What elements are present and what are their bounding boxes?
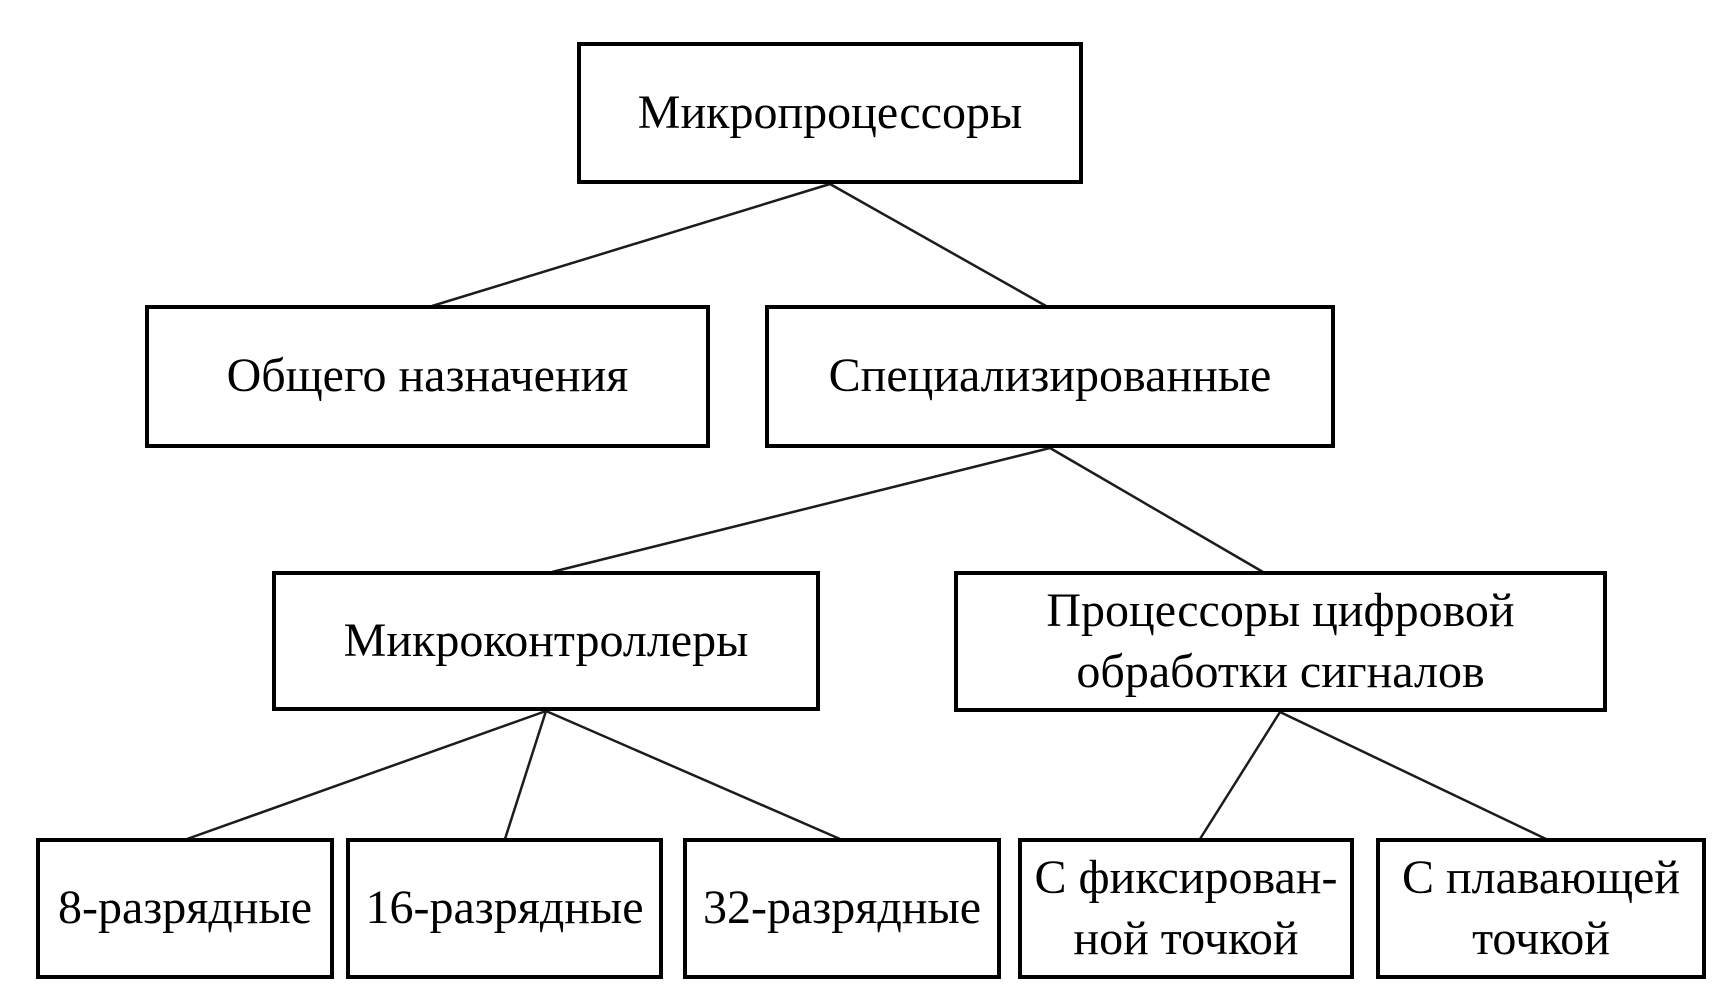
- node-microprocessors: Микропроцессоры: [577, 42, 1083, 184]
- edge-mcu-bit16: [503, 710, 548, 840]
- edge-root-specialized: [829, 182, 1047, 308]
- node-label: 32-разрядные: [703, 881, 981, 935]
- edge-specialized-dsp: [1049, 446, 1264, 574]
- node-floating-point: С плавающей точкой: [1376, 838, 1706, 979]
- node-fixed-point: С фиксирован- ной точкой: [1018, 838, 1354, 979]
- node-label: 8-разрядные: [58, 881, 312, 935]
- node-label: С фиксирован- ной точкой: [1034, 851, 1338, 965]
- node-label: Специализированные: [828, 349, 1272, 403]
- edge-dsp-fixed: [1198, 711, 1282, 840]
- node-label: С плавающей точкой: [1401, 851, 1681, 965]
- edge-specialized-mcu: [551, 446, 1051, 574]
- node-16-bit: 16-разрядные: [346, 838, 663, 979]
- edge-root-general: [431, 182, 831, 308]
- node-label: Процессоры цифровой обработки сигналов: [1046, 584, 1515, 698]
- node-label: 16-разрядные: [365, 881, 644, 935]
- node-digital-signal-processors: Процессоры цифровой обработки сигналов: [954, 571, 1607, 712]
- node-microcontrollers: Микроконтроллеры: [272, 571, 820, 711]
- node-label: Общего назначения: [226, 349, 629, 403]
- edge-mcu-bit8: [186, 709, 547, 841]
- node-label: Микроконтроллеры: [343, 613, 749, 667]
- node-label: Микропроцессоры: [637, 85, 1023, 139]
- node-general-purpose: Общего назначения: [145, 305, 710, 448]
- node-32-bit: 32-разрядные: [683, 838, 1001, 979]
- edge-mcu-bit32: [545, 709, 841, 841]
- node-specialized: Специализированные: [765, 305, 1335, 448]
- node-8-bit: 8-разрядные: [36, 838, 334, 979]
- edge-dsp-floating: [1279, 710, 1547, 841]
